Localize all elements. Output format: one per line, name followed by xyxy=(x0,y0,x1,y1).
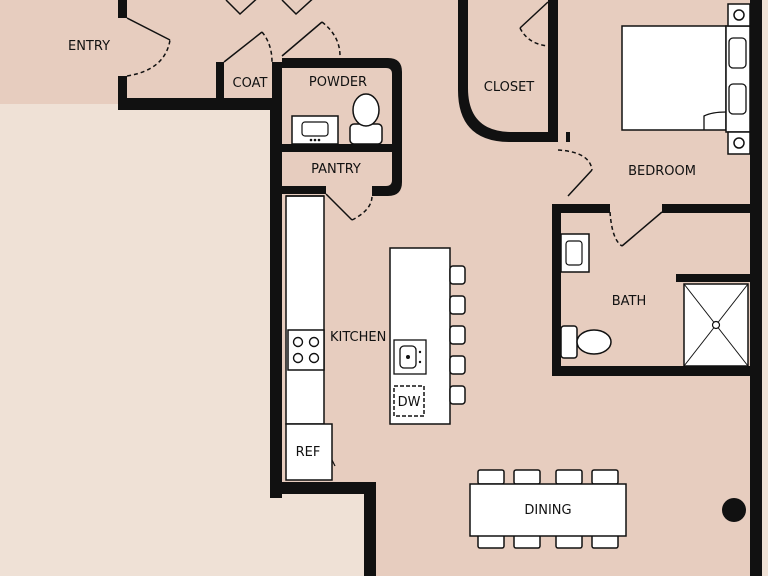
stove-icon xyxy=(287,329,325,371)
chair-icon xyxy=(477,469,619,549)
nightstand xyxy=(727,3,751,155)
shower-icon xyxy=(683,283,749,367)
dishwasher-label: DW xyxy=(398,395,421,410)
powder-label: POWDER xyxy=(309,75,367,90)
bath-label: BATH xyxy=(612,294,647,309)
bedroom-label: BEDROOM xyxy=(628,164,696,179)
toilet-icon xyxy=(349,93,383,145)
column-icon xyxy=(722,498,746,522)
door-swings xyxy=(126,0,663,247)
closet-label: CLOSET xyxy=(484,80,535,95)
pantry-label: PANTRY xyxy=(311,162,361,177)
dishwasher xyxy=(393,385,425,417)
sink-icon xyxy=(393,339,427,375)
stool-icon xyxy=(449,265,466,405)
refrigerator-label: REF xyxy=(296,445,321,460)
refrigerator xyxy=(285,423,336,481)
kitchen-counter xyxy=(285,195,325,425)
bath-sink xyxy=(560,233,590,273)
kitchen-label: KITCHEN xyxy=(330,330,386,345)
walls xyxy=(118,0,762,576)
bed-icon xyxy=(621,25,751,133)
dining-label: DINING xyxy=(524,503,571,518)
bath-toilet-icon xyxy=(560,325,612,359)
dining-table xyxy=(469,483,627,537)
coat-label: COAT xyxy=(233,76,268,91)
entry-label: ENTRY xyxy=(68,39,110,54)
powder-sink xyxy=(291,115,339,145)
